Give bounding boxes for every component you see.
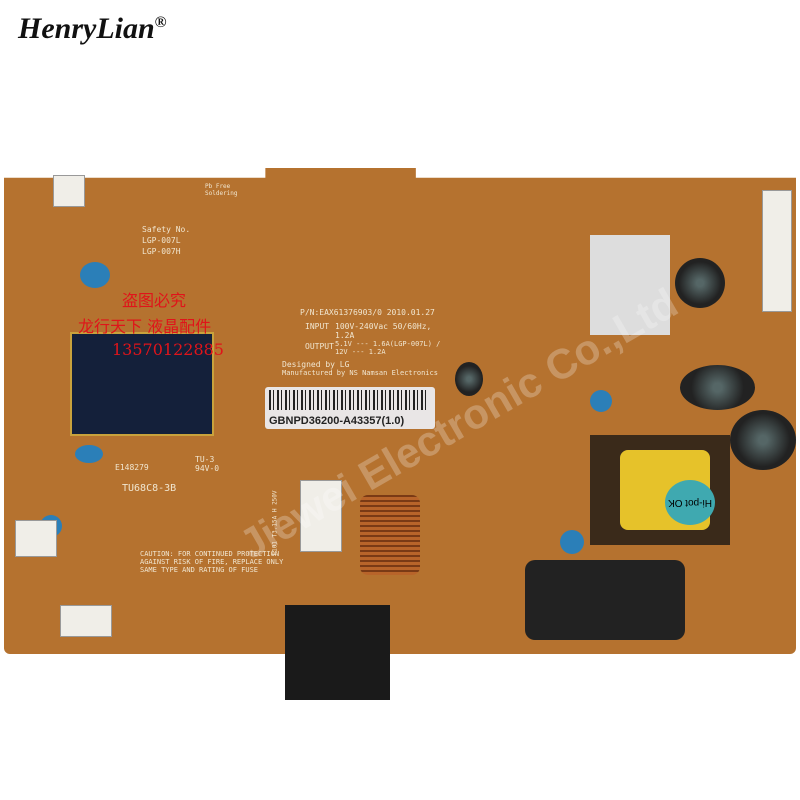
ul-cert: E148279 [115,463,149,472]
lgp2-label: LGP-007H [142,247,181,256]
ac-socket [285,605,390,700]
overlay-text-1: 盗图必究 [122,291,187,310]
hipot-sticker: Hi-pot OK [665,480,715,525]
capacitor-c205 [675,258,725,308]
logo-text: HenryLian [18,12,155,45]
lgp1-label: LGP-007L [142,236,181,245]
connector-p201 [762,190,792,312]
connector [60,605,112,637]
registered-mark: ® [154,14,167,31]
pb-free-label: Pb Free Soldering [205,183,238,197]
input-value: 100V-240Vac 50/60Hz, 1.2A [335,322,432,340]
input-label: INPUT [305,322,330,331]
capacitor-c203 [730,410,796,470]
flame-rating: TU-3 94V-0 [195,455,220,473]
manufactured-by: Manufactured by NS Namsan Electronics [282,369,438,377]
barcode [269,390,429,410]
brand-logo: HenryLian® [18,12,167,46]
barcode-sticker: GBNPD36200-A43357(1.0) [265,387,435,429]
inductor-coil [360,495,420,575]
designed-by: Designed by LG [282,360,350,369]
caution-text: CAUTION: FOR CONTINUED PROTECTION AGAINS… [140,550,284,574]
heatsink [590,235,670,335]
safety-label: Safety No. [142,225,191,234]
y-capacitor [80,262,110,288]
y-capacitor [75,445,103,463]
output-value: 5.1V --- 1.6A(LGP-007L) / 12V --- 1.2A [335,340,441,356]
connector-p401 [15,520,57,557]
y-capacitor [560,530,584,554]
y-capacitor [590,390,612,412]
overlay-text-3: 13570122885 [112,340,224,359]
connector-p402 [53,175,85,207]
part-number: P/N:EAX61376903/0 2010.01.27 [300,308,435,317]
capacitor-c110 [455,362,483,396]
transformer-t301 [70,332,214,436]
sticker-code: GBNPD36200-A43357(1.0) [269,415,405,427]
overlay-text-2: 龙行天下 液晶配件 [78,317,212,336]
output-label: OUTPUT [305,342,334,351]
capacitor-c204 [680,365,755,410]
board-model: TU68C8-3B [122,483,177,494]
bulk-capacitor [525,560,685,640]
transformer-tape: Hi-pot OK [620,450,715,530]
relay-cx101 [300,480,342,552]
